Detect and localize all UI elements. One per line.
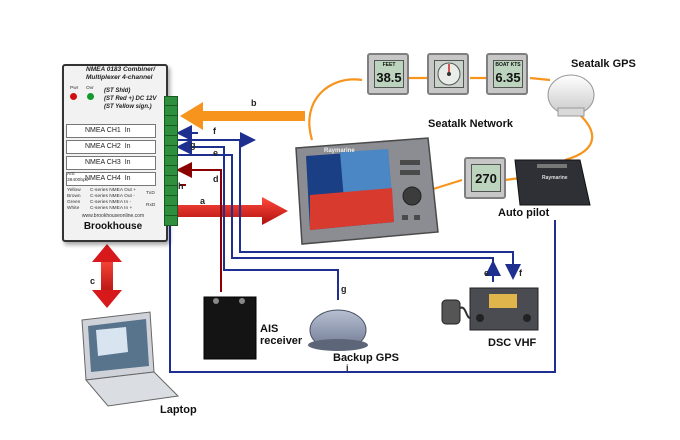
wire-color-white: White: [67, 206, 80, 211]
channel-4-label: NMEA CH4: [85, 175, 121, 182]
speed-caption: BOAT KTS: [495, 62, 521, 68]
channel-1-in: In: [124, 127, 131, 134]
wire-color-brown: Brown: [67, 194, 81, 199]
wire-label-f: f: [213, 126, 216, 136]
wire-color-yellow: Yellow: [67, 188, 81, 193]
autopilot-value: 270: [475, 171, 497, 186]
wire-label-a: a: [200, 196, 206, 206]
ais-receiver-box: [203, 296, 257, 360]
c-series-in-plus: C-series NMEA In +: [90, 206, 133, 211]
wire-label-i: i: [346, 363, 349, 373]
channel-4-row: NMEA CH4 In: [66, 172, 156, 186]
speed-screen: BOAT KTS 6.35: [493, 60, 523, 88]
c-series-out-minus: C-series NMEA Out -: [90, 194, 135, 199]
wind-dial-icon: [437, 62, 461, 86]
depth-instrument: FEET 38.5: [367, 53, 409, 95]
seatalk-gps-label: Seatalk GPS: [571, 58, 636, 70]
wire-label-e: e: [213, 148, 219, 158]
pwr-led-icon: [70, 93, 77, 100]
wire-g: [178, 146, 339, 300]
channel-3-row: NMEA CH3 In: [66, 156, 156, 170]
speed-instrument: BOAT KTS 6.35: [486, 53, 528, 95]
speed-value: 6.35: [495, 70, 521, 85]
wire-label-h: h: [178, 181, 184, 191]
ais-note-1: AIS: [67, 172, 75, 177]
wire-i: [169, 220, 556, 373]
channel-3-in: In: [124, 159, 131, 166]
terminal-block: [164, 96, 178, 226]
wire-label-f-vhf: f: [519, 268, 522, 278]
autopilot-controller: 270: [464, 157, 506, 199]
wire-label-g-backup: g: [341, 284, 347, 294]
dsc-vhf-radio: [441, 287, 539, 331]
channel-1-row: NMEA CH1 In: [66, 124, 156, 138]
c-series-in-minus: C-series NMEA In -: [90, 200, 132, 205]
power-label-2: (ST Red +) DC 12V: [104, 96, 157, 102]
seatalk-network-label: Seatalk Network: [428, 118, 513, 130]
wind-dial: [434, 60, 464, 88]
depth-screen: FEET 38.5: [374, 60, 404, 88]
plotter-brand: Raymarine: [324, 148, 355, 154]
mux-title-1: NMEA 0183 Combiner/: [86, 66, 156, 73]
backup-gps-label: Backup GPS: [333, 352, 400, 364]
seatalk-network-cable: [308, 78, 363, 141]
wire-label-g: g: [190, 140, 196, 150]
mux-led-pwr: Pwr: [70, 86, 79, 91]
autopilot-screen: 270: [471, 164, 501, 192]
mux-led-ovr: Ovr: [86, 86, 94, 91]
power-label-3: (ST Yellow sign.): [104, 104, 152, 110]
wire-label-c: c: [90, 276, 96, 286]
wire-b-arrow: [180, 102, 305, 130]
autopilot-computer: [514, 159, 591, 206]
channel-1-label: NMEA CH1: [85, 127, 121, 134]
ovr-led-icon: [87, 93, 94, 100]
chartplotter: [295, 137, 439, 245]
channel-3-label: NMEA CH3: [85, 159, 121, 166]
brookhouse-url: www.brookhouseonline.com: [81, 213, 145, 219]
channel-2-row: NMEA CH2 In: [66, 140, 156, 154]
depth-caption: FEET: [382, 62, 396, 68]
wind-instrument: [427, 53, 469, 95]
c-series-out-plus: C-series NMEA Out +: [90, 188, 136, 193]
autopilot-brand: Raymarine: [542, 175, 568, 181]
ais-receiver-label-1: AIS: [260, 323, 279, 335]
laptop-device: [81, 311, 180, 407]
wire-d: [176, 162, 222, 292]
ais-note-2: 38400bps: [67, 178, 89, 183]
txd-label: TxD: [146, 191, 155, 196]
wire-label-b: b: [251, 98, 257, 108]
dsc-vhf-label: DSC VHF: [488, 337, 537, 349]
wire-c-arrow: [92, 244, 122, 308]
mux-title-2: Multiplexer 4-channel: [86, 74, 153, 81]
channel-2-label: NMEA CH2: [85, 143, 121, 150]
depth-value: 38.5: [376, 70, 402, 85]
seatalk-gps-dome: [547, 74, 595, 117]
auto-pilot-label: Auto pilot: [498, 207, 550, 219]
channel-4-in: In: [124, 175, 131, 182]
ais-receiver-label-2: receiver: [260, 335, 303, 347]
wire-color-green: Green: [67, 200, 81, 205]
brookhouse-logo: Brookhouse: [83, 221, 143, 232]
wire-f: [178, 139, 521, 280]
laptop-label: Laptop: [160, 404, 197, 416]
rxd-label: RxD: [146, 203, 156, 208]
wire-label-d: d: [213, 174, 219, 184]
power-label-1: (ST Shld): [104, 88, 131, 94]
wire-label-e-vhf: e: [484, 268, 490, 278]
backup-gps-puck: [308, 309, 368, 351]
channel-2-in: In: [124, 143, 131, 150]
